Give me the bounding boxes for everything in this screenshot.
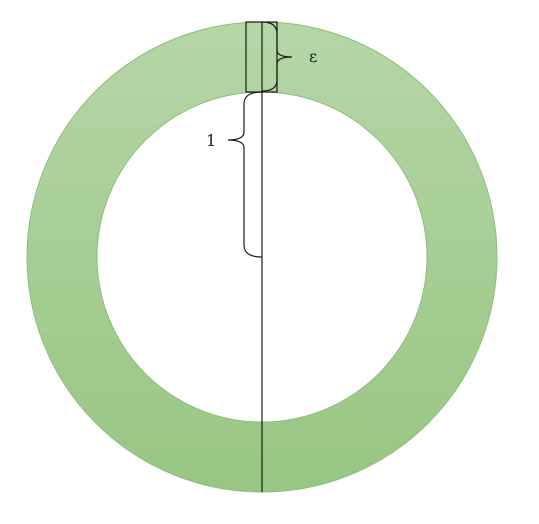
- radius-label: 1: [206, 131, 216, 150]
- epsilon-brace: [261, 21, 293, 92]
- epsilon-label: ε: [309, 47, 317, 66]
- radius-brace: [227, 91, 263, 258]
